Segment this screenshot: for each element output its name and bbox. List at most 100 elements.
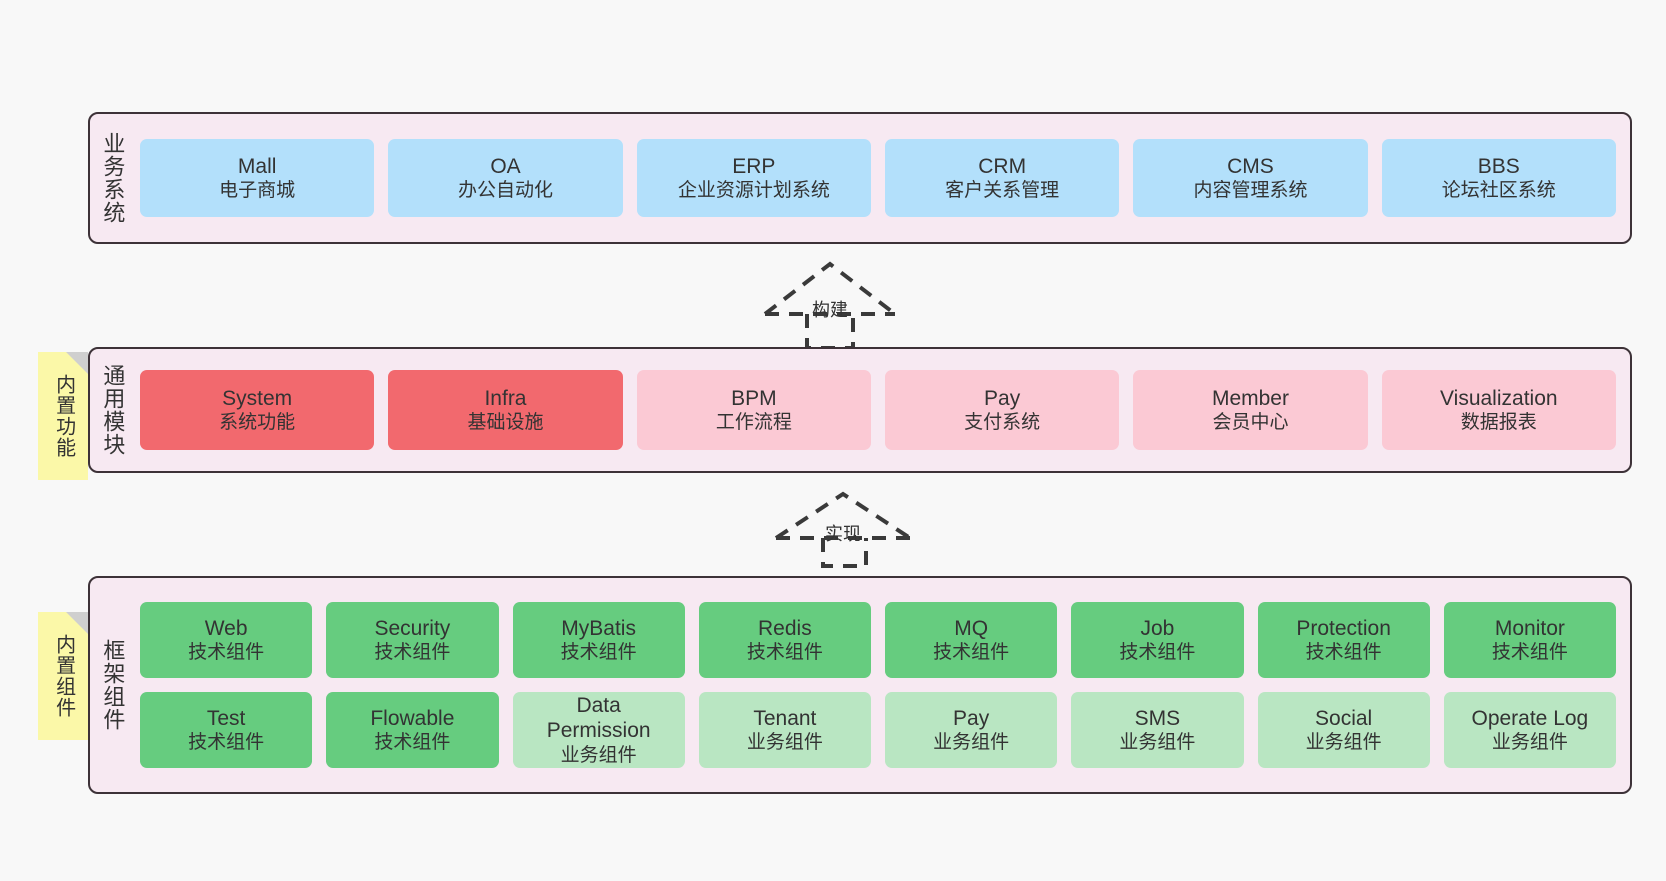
arrow-implement: 实现 xyxy=(768,488,918,568)
card-data-permission[interactable]: Data Permission 业务组件 xyxy=(512,692,685,768)
note-text: 内置功能 xyxy=(52,374,75,458)
layer-title-framework-component: 框架组件 xyxy=(100,639,126,731)
card-subtitle: 技术组件 xyxy=(188,642,265,664)
card-crm[interactable]: CRM 客户关系管理 xyxy=(884,139,1120,217)
card-subtitle: 业务组件 xyxy=(1491,732,1568,754)
card-title: Pay xyxy=(953,706,990,730)
card-visualization[interactable]: Visualization 数据报表 xyxy=(1381,370,1616,450)
card-title: Monitor xyxy=(1494,616,1565,640)
card-subtitle: 客户关系管理 xyxy=(945,180,1060,202)
card-test[interactable]: Test 技术组件 xyxy=(140,692,313,768)
card-infra[interactable]: Infra 基础设施 xyxy=(388,370,623,450)
layer-title-business-system: 业务系统 xyxy=(100,132,126,224)
card-title: Pay xyxy=(984,386,1021,410)
card-subtitle: 技术组件 xyxy=(374,642,451,664)
card-tenant[interactable]: Tenant 业务组件 xyxy=(698,692,871,768)
card-title: Social xyxy=(1315,706,1373,730)
card-row: Web 技术组件 Security 技术组件 MyBatis 技术组件 Redi… xyxy=(140,602,1616,678)
card-bpm[interactable]: BPM 工作流程 xyxy=(636,370,871,450)
card-subtitle: 技术组件 xyxy=(1491,642,1568,664)
card-subtitle: 技术组件 xyxy=(560,642,637,664)
layer-framework-component: 框架组件 Web 技术组件 Security 技术组件 MyBatis 技术组件… xyxy=(88,576,1632,794)
card-title: Member xyxy=(1211,386,1289,410)
card-title: Data Permission xyxy=(546,693,651,743)
card-title: Security xyxy=(374,616,451,640)
card-web[interactable]: Web 技术组件 xyxy=(140,602,313,678)
card-mq[interactable]: MQ 技术组件 xyxy=(885,602,1058,678)
layer-body-common-module: System 系统功能 Infra 基础设施 BPM 工作流程 Pay 支付系统… xyxy=(134,349,1630,471)
card-title: Job xyxy=(1140,616,1175,640)
card-title: Tenant xyxy=(753,706,817,730)
card-title: CRM xyxy=(978,154,1027,178)
card-title: MyBatis xyxy=(561,616,636,640)
card-operate-log[interactable]: Operate Log 业务组件 xyxy=(1443,692,1616,768)
card-title: Test xyxy=(206,706,246,730)
card-title: CMS xyxy=(1227,154,1274,178)
card-subtitle: 内容管理系统 xyxy=(1193,180,1308,202)
card-subtitle: 业务组件 xyxy=(1119,732,1196,754)
card-subtitle: 电子商城 xyxy=(219,180,296,202)
card-subtitle: 业务组件 xyxy=(933,732,1010,754)
card-erp[interactable]: ERP 企业资源计划系统 xyxy=(636,139,871,217)
note-text: 内置组件 xyxy=(52,634,75,718)
card-title: Protection xyxy=(1296,616,1391,640)
card-title: MQ xyxy=(954,616,989,640)
card-cms[interactable]: CMS 内容管理系统 xyxy=(1133,139,1368,217)
card-subtitle: 技术组件 xyxy=(374,732,451,754)
card-subtitle: 办公自动化 xyxy=(457,180,553,202)
card-member[interactable]: Member 会员中心 xyxy=(1133,370,1368,450)
note-fold-corner-icon xyxy=(66,352,88,374)
layer-business-system: 业务系统 Mall 电子商城 OA 办公自动化 ERP 企业资源计划系统 CRM… xyxy=(88,112,1632,244)
card-subtitle: 工作流程 xyxy=(715,412,792,434)
card-protection[interactable]: Protection 技术组件 xyxy=(1257,602,1430,678)
card-subtitle: 技术组件 xyxy=(933,642,1010,664)
card-title: Operate Log xyxy=(1471,706,1589,730)
card-oa[interactable]: OA 办公自动化 xyxy=(388,139,623,217)
card-pay[interactable]: Pay 支付系统 xyxy=(884,370,1120,450)
card-subtitle: 业务组件 xyxy=(560,745,637,767)
card-subtitle: 技术组件 xyxy=(1119,642,1196,664)
card-flowable[interactable]: Flowable 技术组件 xyxy=(326,692,499,768)
card-security[interactable]: Security 技术组件 xyxy=(326,602,499,678)
card-social[interactable]: Social 业务组件 xyxy=(1257,692,1430,768)
card-subtitle: 基础设施 xyxy=(467,412,544,434)
card-title: SMS xyxy=(1134,706,1181,730)
card-subtitle: 业务组件 xyxy=(746,732,823,754)
card-monitor[interactable]: Monitor 技术组件 xyxy=(1443,602,1616,678)
card-redis[interactable]: Redis 技术组件 xyxy=(698,602,871,678)
arrow-label: 构建 xyxy=(812,300,848,320)
card-subtitle: 技术组件 xyxy=(188,732,265,754)
card-job[interactable]: Job 技术组件 xyxy=(1071,602,1244,678)
card-mybatis[interactable]: MyBatis 技术组件 xyxy=(512,602,685,678)
card-subtitle: 会员中心 xyxy=(1212,412,1289,434)
card-subtitle: 数据报表 xyxy=(1460,412,1537,434)
card-subtitle: 企业资源计划系统 xyxy=(677,180,830,202)
layer-title-common-module: 通用模块 xyxy=(100,364,126,456)
note-builtin-function: 内置功能 xyxy=(38,352,88,480)
generalization-arrow-icon xyxy=(774,491,912,568)
card-pay-component[interactable]: Pay 业务组件 xyxy=(885,692,1058,768)
card-subtitle: 论坛社区系统 xyxy=(1441,180,1556,202)
card-title: Mall xyxy=(237,154,277,178)
card-title: Visualization xyxy=(1440,386,1558,410)
card-mall[interactable]: Mall 电子商城 xyxy=(140,139,375,217)
card-bbs[interactable]: BBS 论坛社区系统 xyxy=(1381,139,1616,217)
card-sms[interactable]: SMS 业务组件 xyxy=(1071,692,1244,768)
layer-body-business-system: Mall 电子商城 OA 办公自动化 ERP 企业资源计划系统 CRM 客户关系… xyxy=(134,114,1630,242)
card-row: Test 技术组件 Flowable 技术组件 Data Permission … xyxy=(140,692,1616,768)
layer-body-framework-component: Web 技术组件 Security 技术组件 MyBatis 技术组件 Redi… xyxy=(134,578,1630,792)
card-subtitle: 技术组件 xyxy=(746,642,823,664)
card-title: BBS xyxy=(1477,154,1520,178)
note-fold-corner-icon xyxy=(66,612,88,634)
card-title: Flowable xyxy=(370,706,455,730)
card-subtitle: 技术组件 xyxy=(1305,642,1382,664)
card-title: OA xyxy=(490,154,521,178)
arrow-label: 实现 xyxy=(825,524,861,544)
card-system[interactable]: System 系统功能 xyxy=(140,370,375,450)
card-title: System xyxy=(222,386,293,410)
card-subtitle: 业务组件 xyxy=(1305,732,1382,754)
card-title: Infra xyxy=(484,386,527,410)
card-subtitle: 系统功能 xyxy=(219,412,296,434)
card-title: BPM xyxy=(731,386,777,410)
card-title: ERP xyxy=(732,154,776,178)
